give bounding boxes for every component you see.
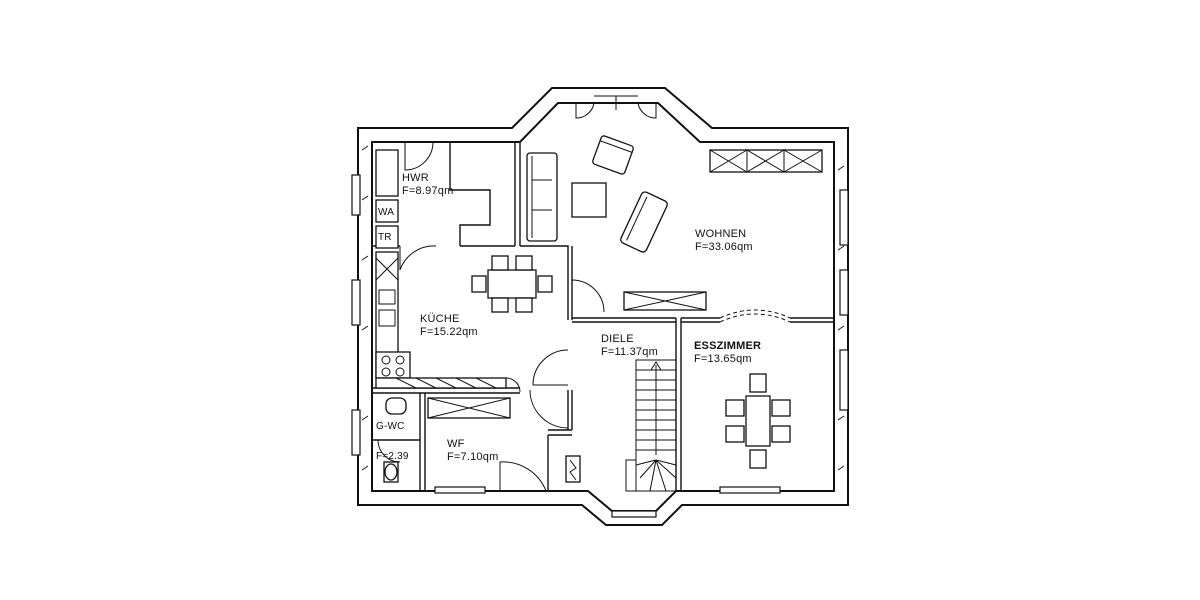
hwr-appliances (375, 149, 399, 249)
room-label-kueche: KÜCHE F=15.22qm (420, 313, 478, 339)
windows (351, 174, 849, 518)
room-label-wohnen: WOHNEN F=33.06qm (695, 228, 753, 254)
appliance-label-wa: WA (378, 207, 395, 218)
room-label-diele: DIELE F=11.37qm (601, 333, 658, 359)
room-label-esszimmer: ESSZIMMER F=13.65qm (694, 340, 761, 366)
room-name: DIELE (601, 333, 634, 345)
room-name: HWR (402, 172, 429, 184)
room-name: G-WC (376, 421, 405, 432)
room-name: ESSZIMMER (694, 340, 762, 352)
room-area: F=8.97qm (402, 185, 454, 197)
appliance-label-tr: TR (378, 232, 392, 243)
room-area: F=13.65qm (694, 353, 752, 365)
room-label-hwr: HWR F=8.97qm (402, 172, 453, 198)
room-name: KÜCHE (420, 313, 460, 325)
room-area: F=33.06qm (695, 241, 753, 253)
room-label-gwc: G-WC (376, 420, 405, 433)
room-area-gwc: F=2.39 (376, 451, 409, 462)
living-furniture (526, 135, 823, 311)
room-name: WOHNEN (695, 228, 747, 240)
wf-furniture (427, 397, 581, 483)
dining-furniture (725, 373, 791, 469)
staircase (625, 359, 677, 492)
room-area: F=7.10qm (447, 451, 499, 463)
room-name: WF (447, 438, 465, 450)
room-area: F=15.22qm (420, 326, 478, 338)
doors (377, 95, 657, 492)
wc-furniture (383, 397, 407, 483)
kitchen-furniture (375, 251, 553, 393)
room-area: F=11.37qm (601, 346, 658, 358)
room-label-wf: WF F=7.10qm (447, 438, 498, 464)
